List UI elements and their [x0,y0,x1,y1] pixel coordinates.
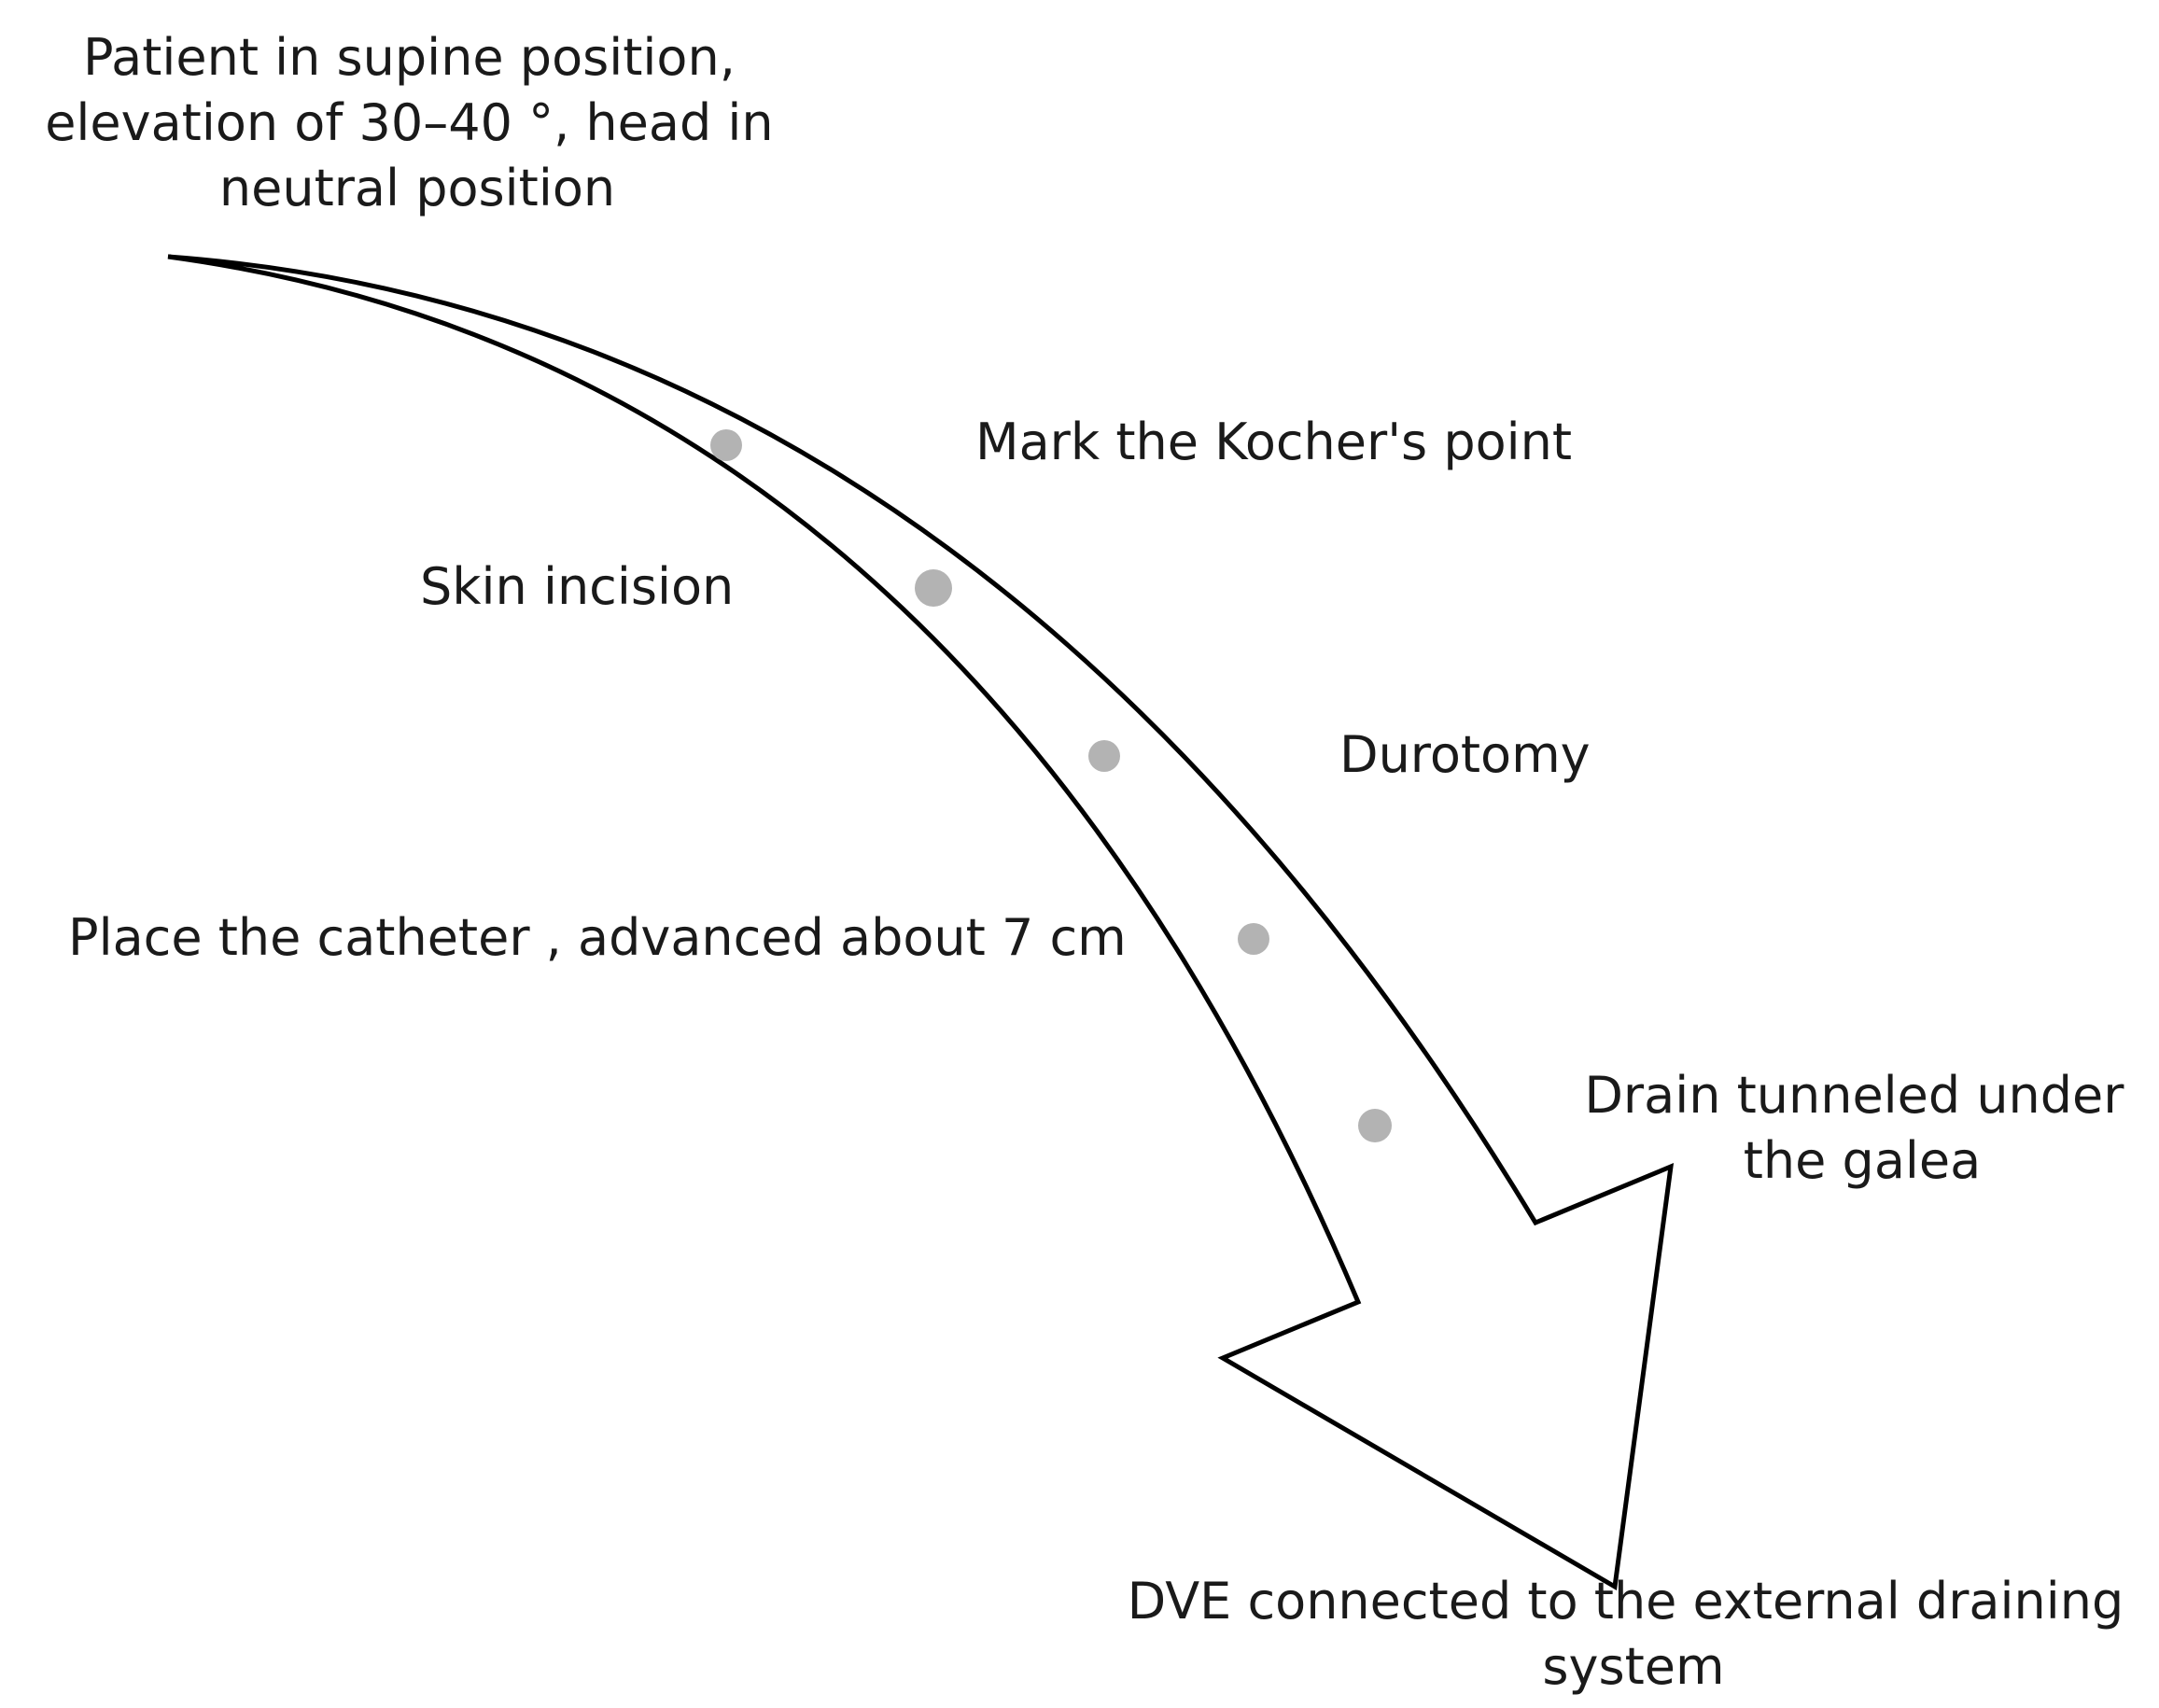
step-label-skin-incision: Skin incision [420,557,734,616]
step-label-tunneled-drain: Drain tunneled under the galea [1584,1066,2139,1190]
step-label-durotomy: Durotomy [1339,725,1591,784]
step-label-dve-connection: DVE connected to the external draining s… [1128,1572,2140,1696]
step-dot-kochers-point [710,429,742,461]
step-dot-skin-incision [915,569,952,607]
step-label-kochers-point: Mark the Kocher's point [975,413,1572,471]
step-dot-catheter [1238,923,1269,955]
step-dot-durotomy [1088,740,1120,772]
step-dot-tunneled-drain [1358,1109,1392,1142]
step-label-patient-position: Patient in supine position, elevation of… [45,28,790,217]
step-label-catheter: Place the catheter , advanced about 7 cm [68,908,1127,967]
process-arrow [167,254,1675,1591]
